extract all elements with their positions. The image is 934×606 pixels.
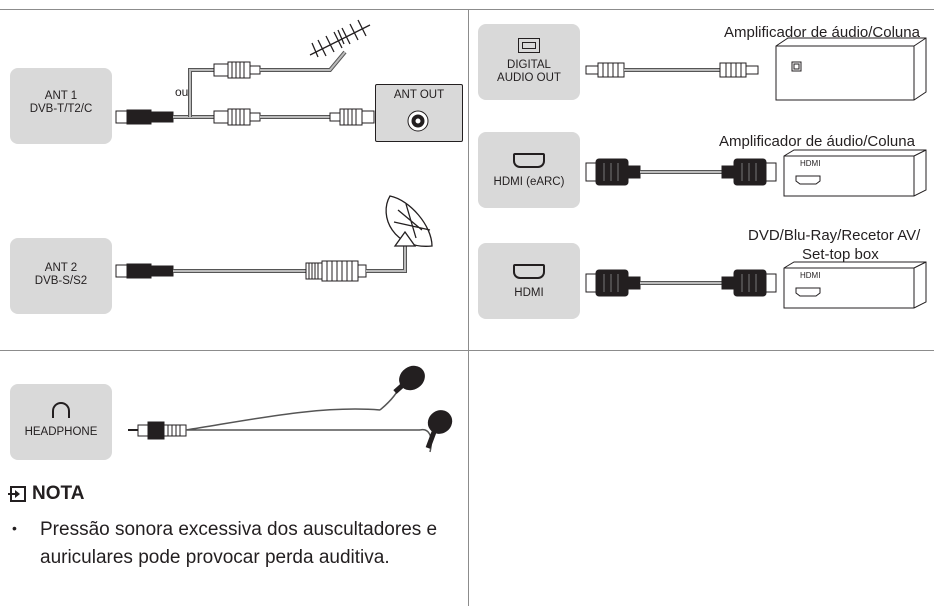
note-text: Pressão sonora excessiva dos auscultador… bbox=[40, 519, 438, 568]
hdmi-plug-right bbox=[721, 269, 777, 297]
ant-out-box: ANT OUT bbox=[375, 84, 463, 142]
satellite-dish-icon bbox=[385, 195, 433, 247]
arrow-right-box-icon bbox=[8, 486, 26, 502]
ant2-port: ANT 2 DVB-S/S2 bbox=[10, 238, 112, 314]
hdmi-plug-left bbox=[585, 269, 641, 297]
earbud-right bbox=[425, 410, 453, 449]
hdmi-label: HDMI bbox=[514, 287, 544, 299]
headphone-icon bbox=[52, 402, 70, 418]
ant2-label: ANT 2 bbox=[44, 262, 78, 274]
ant-out-coax-left bbox=[213, 108, 261, 126]
ant2-standard: DVB-S/S2 bbox=[34, 275, 88, 287]
hdmi-port: HDMI bbox=[478, 243, 580, 319]
ant-out-socket-icon bbox=[407, 110, 429, 132]
headphone-port: HEADPHONE bbox=[10, 384, 112, 460]
ant-out-coax-right bbox=[329, 108, 375, 126]
top-border bbox=[0, 9, 934, 10]
ant-out-label: ANT OUT bbox=[393, 89, 445, 101]
dvd-device bbox=[783, 261, 927, 309]
amplifier-label-2: Amplificador de áudio/Coluna bbox=[719, 133, 915, 150]
earbud-left bbox=[393, 365, 425, 394]
digital-audio-out-port: DIGITAL AUDIO OUT bbox=[478, 24, 580, 100]
dvd-label-line1: DVD/Blu-Ray/Recetor AV/ bbox=[748, 227, 921, 244]
column-divider bbox=[468, 9, 469, 606]
ant1-port: ANT 1 DVB-T/T2/C bbox=[10, 68, 112, 144]
headphone-jack-plug bbox=[128, 421, 187, 440]
optical-plug-left bbox=[585, 62, 625, 78]
device-hdmi-label-2: HDMI bbox=[800, 271, 821, 280]
ant2-plug bbox=[115, 263, 174, 279]
note-title: NOTA bbox=[32, 483, 85, 504]
terrestrial-coax-connector bbox=[213, 61, 261, 79]
digital-audio-label-2: AUDIO OUT bbox=[497, 72, 561, 84]
amplifier-device-1 bbox=[775, 37, 927, 101]
hdmi-port-icon bbox=[513, 153, 545, 168]
hdmi-port-icon bbox=[513, 264, 545, 279]
amplifier-label-1: Amplificador de áudio/Coluna bbox=[724, 24, 920, 41]
satellite-f-connector bbox=[305, 260, 367, 282]
dvd-label-line2: Set-top box bbox=[802, 246, 879, 263]
ant1-standard: DVB-T/T2/C bbox=[29, 103, 93, 115]
optical-plug-right bbox=[719, 62, 759, 78]
antenna-icon bbox=[309, 19, 371, 58]
ant1-label: ANT 1 bbox=[44, 90, 78, 102]
headphone-label: HEADPHONE bbox=[24, 426, 98, 438]
headphone-cable bbox=[185, 408, 420, 431]
ant1-plug bbox=[115, 109, 174, 125]
hdmi-earc-port: HDMI (eARC) bbox=[478, 132, 580, 208]
or-label: ou bbox=[175, 85, 189, 99]
hdmi-earc-plug-left bbox=[585, 158, 641, 186]
optical-port-icon bbox=[518, 38, 540, 53]
amplifier-device-2 bbox=[783, 149, 927, 197]
device-hdmi-label-1: HDMI bbox=[800, 159, 821, 168]
note-bullet: • bbox=[12, 520, 17, 536]
digital-audio-label-1: DIGITAL bbox=[507, 59, 551, 71]
middle-divider bbox=[0, 350, 934, 351]
hdmi-earc-plug-right bbox=[721, 158, 777, 186]
note-heading: NOTA bbox=[8, 483, 85, 505]
ant1-branch-cable bbox=[188, 68, 214, 117]
hdmi-earc-label: HDMI (eARC) bbox=[493, 176, 565, 188]
